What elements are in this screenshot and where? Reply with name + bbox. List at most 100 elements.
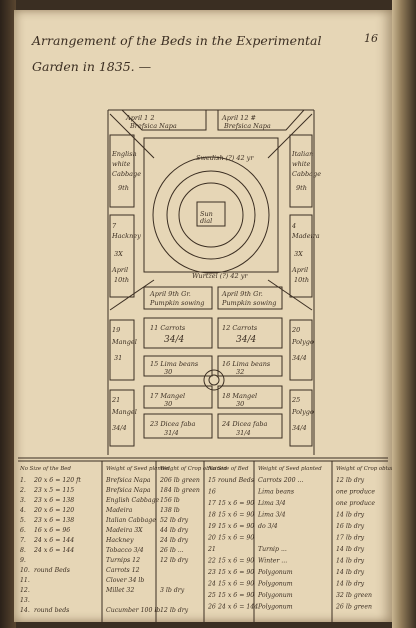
svg-text:16 Lima beans: 16 Lima beans: [222, 360, 271, 368]
bed-2: [217, 109, 306, 131]
table-cell-size: 16 x 6 = 96: [34, 527, 70, 534]
bed-12: [217, 317, 283, 349]
table-cell-size: 24 x 6 = 144: [33, 537, 74, 544]
svg-text:34/4: 34/4: [112, 424, 127, 432]
bed-21: [109, 389, 135, 447]
table-cell-seed: do 3/4: [258, 523, 278, 530]
table-cell-size: 23 x 5 = 115: [33, 487, 74, 494]
svg-text:Mangel: Mangel: [111, 408, 137, 416]
svg-text:25: 25: [291, 396, 300, 404]
table-cell-seed: Brefsica Napa: [105, 477, 151, 484]
svg-text:Polygo: Polygo: [291, 338, 314, 346]
svg-text:Madeira: Madeira: [291, 232, 320, 240]
bed-6: [289, 214, 313, 298]
bed-1: [120, 109, 207, 131]
table-cell-no: 22: [207, 558, 216, 565]
bed-17: [143, 385, 213, 409]
table-cell-no: 15: [208, 477, 216, 484]
book-spine: [0, 0, 16, 628]
table-cell-crop: 14 lb dry: [336, 581, 365, 588]
table-cell-no: 14.: [20, 607, 30, 614]
svg-text:Cabbage: Cabbage: [112, 170, 141, 178]
svg-text:31: 31: [114, 354, 122, 362]
table-cell-no: 5.: [20, 517, 26, 524]
table-cell-no: 26: [207, 604, 216, 611]
table-cell-crop: 17 lb dry: [336, 535, 365, 542]
bed-23: [143, 413, 213, 439]
table-cell-seed: Polygonum: [257, 604, 293, 611]
table-cell-no: 13.: [20, 597, 30, 604]
table-cell-crop: 52 lb dry: [160, 517, 189, 524]
svg-text:34/4: 34/4: [292, 354, 307, 362]
table-cell-no: 17: [208, 500, 216, 507]
table-cell-no: 16: [208, 489, 216, 496]
table-cell-size: 23 x 6 = 138: [33, 517, 74, 524]
table-cell-no: 1.: [20, 477, 26, 484]
svg-text:9th: 9th: [296, 184, 307, 192]
table-cell-crop: one produce: [336, 500, 375, 507]
svg-text:Wurtzel (?) 42 yr: Wurtzel (?) 42 yr: [192, 272, 248, 280]
table-cell-crop: 14 lb dry: [336, 558, 365, 565]
svg-text:April: April: [291, 266, 308, 274]
table-cell-size: round beds: [34, 607, 69, 614]
bed-18: [217, 385, 283, 409]
svg-text:white: white: [292, 160, 310, 168]
table-cell-crop: 26 lb green: [335, 604, 372, 611]
table-cell-no: 23: [207, 569, 216, 576]
table-cell-no: 2.: [19, 487, 26, 494]
table-cell-seed: Carrots 200 ...: [258, 477, 303, 484]
table-cell-seed: Lima beans: [257, 489, 294, 496]
svg-text:34/4: 34/4: [292, 424, 307, 432]
table-cell-crop: 32 lb green: [336, 592, 372, 599]
table-cell-size: 15 x 6 = 90: [218, 569, 254, 576]
table-cell-seed: Millet 32: [105, 587, 134, 594]
svg-text:12 Carrots: 12 Carrots: [222, 324, 258, 332]
svg-text:4: 4: [291, 222, 296, 230]
table-cell-seed: Tobacco 3/4: [106, 547, 144, 554]
table-cell-no: 9.: [20, 557, 26, 564]
svg-text:Polygo: Polygo: [291, 408, 314, 416]
table-cell-size: round Beds: [34, 567, 70, 574]
svg-text:Sun: Sun: [200, 210, 213, 218]
table-cell-crop: 26 lb ...: [159, 547, 184, 554]
table-cell-no: 10.: [20, 567, 30, 574]
table-cell-crop: 12 lb dry: [160, 607, 189, 614]
svg-text:10th: 10th: [114, 276, 129, 284]
table-cell-size: 15 x 6 = 90: [218, 581, 254, 588]
svg-text:Pumpkin sowing: Pumpkin sowing: [221, 299, 276, 307]
svg-text:24 Dicea faba: 24 Dicea faba: [221, 420, 267, 428]
svg-text:34/4: 34/4: [164, 335, 184, 345]
table-cell-seed: Clover 34 lb: [106, 577, 144, 584]
svg-text:dial: dial: [200, 217, 212, 225]
table-cell-size: 24 x 6 = 144: [33, 547, 74, 554]
table-cell-seed: Cucumber 100 lb: [106, 607, 160, 614]
table-cell-crop: 14 lb dry: [336, 512, 365, 519]
table-cell-crop: 138 lb: [160, 507, 180, 514]
bed-24: [217, 413, 283, 439]
svg-text:white: white: [112, 160, 130, 168]
svg-text:7: 7: [112, 222, 117, 230]
svg-text:April: April: [111, 266, 128, 274]
table-cell-seed: Turnips 12: [106, 557, 140, 564]
bed-9: [143, 286, 213, 310]
table-cell-no: 19: [208, 523, 216, 530]
bed-7: [109, 214, 135, 298]
table-cell-no: 6.: [20, 527, 26, 534]
table-header: Weight of Crop obtained: [336, 466, 392, 472]
table-cell-crop: 24 lb dry: [159, 537, 189, 544]
table-cell-seed: Turnip ...: [258, 546, 287, 553]
table-cell-crop: 14 lb dry: [336, 569, 365, 576]
table-cell-seed: Polygonum: [257, 581, 293, 588]
svg-text:Mangel: Mangel: [111, 338, 137, 346]
svg-text:3X: 3X: [114, 250, 123, 258]
bed-3: [109, 134, 135, 208]
table-cell-no: 25: [207, 592, 216, 599]
svg-text:23 Dicea faba: 23 Dicea faba: [149, 420, 195, 428]
svg-text:31/4: 31/4: [236, 429, 251, 437]
bed-19: [109, 319, 135, 381]
svg-text:18 Mangel: 18 Mangel: [222, 392, 257, 400]
table-cell-crop: 16 lb dry: [336, 523, 365, 530]
svg-text:April 1 2: April 1 2: [125, 114, 155, 122]
table-cell-no: 20: [207, 535, 216, 542]
